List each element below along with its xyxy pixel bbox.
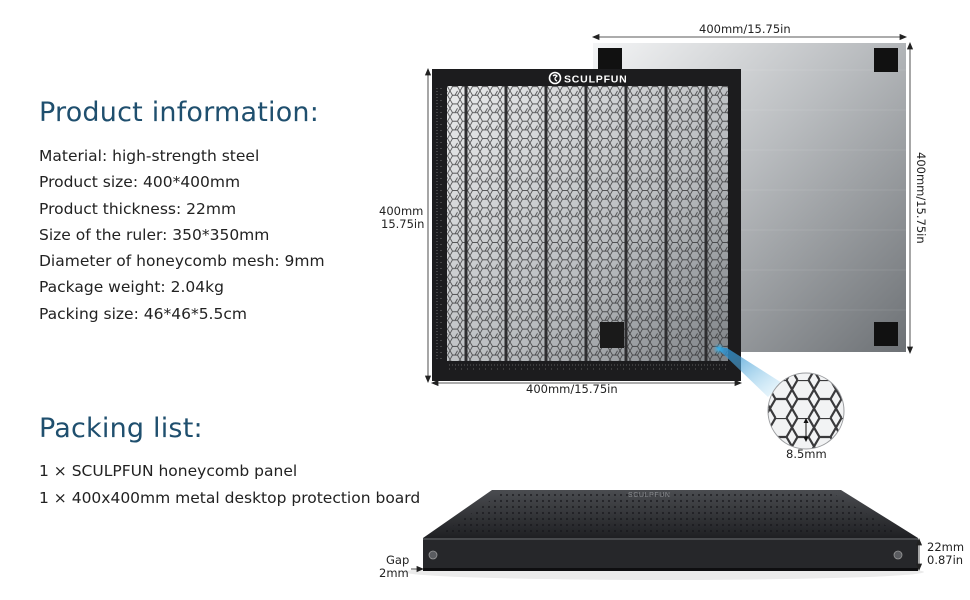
- info-material: Material: high-strength steel: [39, 147, 260, 165]
- thickness-in-label: 0.87in: [927, 553, 964, 567]
- honeycomb-panel: SCULPFUN: [432, 69, 741, 381]
- logo-text: SCULPFUN: [564, 74, 628, 86]
- product-info-list: Material: high-strength steel Product si…: [39, 143, 325, 327]
- packing-item-board: 1 × 400x400mm metal desktop protection b…: [39, 488, 421, 507]
- plate-width-label: 400mm/15.75in: [699, 22, 791, 36]
- zoom-point: [713, 343, 725, 355]
- thickness-mm-label: 22mm: [927, 540, 965, 554]
- plate-foot-top-left: [598, 48, 622, 70]
- plate-foot-top-right: [874, 48, 898, 72]
- panel-height-in-label: 15.75in: [381, 217, 425, 231]
- packing-item-panel: 1 × SCULPFUN honeycomb panel: [39, 462, 298, 480]
- thickness-arrow: [915, 537, 923, 572]
- side-logo-text: SCULPFUN: [628, 492, 671, 499]
- packing-list: 1 × SCULPFUN honeycomb panel 1 × 400x400…: [39, 458, 420, 511]
- info-packing-size: Packing size: 46*46*5.5cm: [39, 304, 247, 323]
- panel-height-mm-label: 400mm: [379, 204, 424, 218]
- screw-right: [893, 550, 903, 560]
- info-product-size: Product size: 400*400mm: [39, 173, 241, 192]
- sculpfun-logo: [548, 71, 562, 85]
- zoom-beam: [716, 347, 782, 397]
- gap-value-label: 2mm: [379, 566, 409, 580]
- mesh-size-label: 8.5mm: [786, 447, 827, 461]
- plate-height-label: 400mm/15.75in: [914, 152, 928, 244]
- product-info-heading: Product information:: [39, 97, 320, 128]
- plate-foot-bottom-right: [874, 322, 898, 346]
- screw-left: [428, 550, 438, 560]
- panel-width-label: 400mm/15.75in: [526, 382, 618, 396]
- info-mesh-diameter: Diameter of honeycomb mesh: 9mm: [39, 252, 325, 271]
- dimension-lines: [424, 33, 914, 387]
- panel-visible-foot: [600, 322, 624, 348]
- info-ruler-size: Size of the ruler: 350*350mm: [39, 225, 270, 244]
- panel-side-view: SCULPFUN: [404, 490, 924, 580]
- mesh-zoom-circle: [767, 372, 845, 450]
- gap-arrow: [411, 565, 425, 573]
- info-thickness: Product thickness: 22mm: [39, 199, 237, 218]
- info-package-weight: Package weight: 2.04kg: [39, 278, 224, 297]
- gap-label: Gap: [386, 553, 410, 567]
- packing-list-heading: Packing list:: [39, 413, 203, 444]
